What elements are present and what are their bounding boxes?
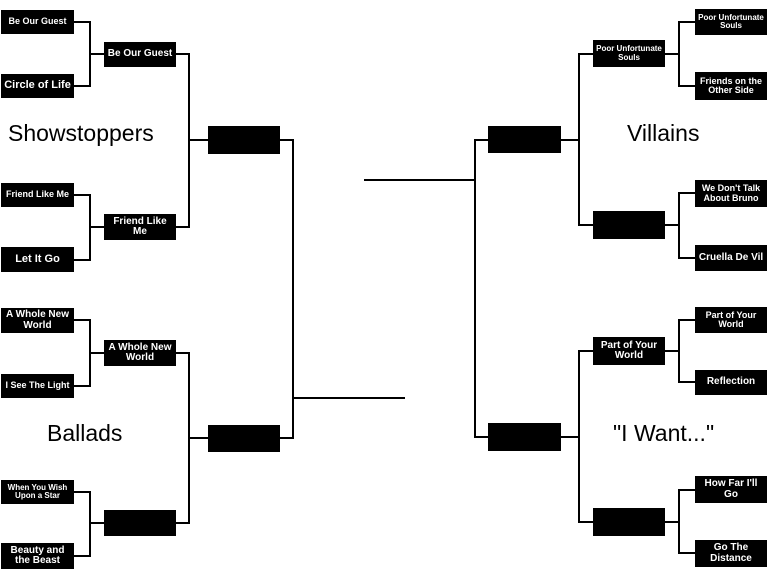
bracket-connector	[74, 491, 104, 557]
group-label-ballads: Ballads	[47, 420, 123, 446]
left-r1-slot-5: A Whole New World	[1, 308, 74, 333]
bracket-connector	[280, 139, 405, 439]
right-r2-slot-3: Part of Your World	[593, 337, 665, 365]
bracket-connector	[561, 350, 593, 523]
bracket-connector	[665, 489, 695, 554]
left-r1-slot-3: Friend Like Me	[1, 183, 74, 207]
left-r1-slot-8: Beauty and the Beast	[1, 543, 74, 569]
group-label-showstoppers: Showstoppers	[8, 120, 154, 146]
right-r1-slot-2: Friends on the Other Side	[695, 72, 767, 100]
bracket-connector	[74, 21, 104, 87]
right-r1-slot-7: How Far I'll Go	[695, 476, 767, 503]
bracket-connector	[665, 319, 695, 383]
right-r1-slot-5: Part of Your World	[695, 307, 767, 333]
left-r2-slot-1: Be Our Guest	[104, 42, 176, 67]
left-r1-slot-1: Be Our Guest	[1, 10, 74, 34]
right-r3-slot-1	[488, 126, 561, 153]
left-r1-slot-4: Let It Go	[1, 247, 74, 272]
bracket-connector	[176, 53, 208, 228]
group-label-villains: Villains	[627, 120, 700, 146]
right-r1-slot-8: Go The Distance	[695, 540, 767, 567]
bracket-connector	[176, 352, 208, 524]
left-r2-slot-2: Friend Like Me	[104, 214, 176, 240]
right-r1-slot-1: Poor Unfortunate Souls	[695, 9, 767, 35]
right-r3-slot-2	[488, 423, 561, 451]
right-r2-slot-2	[593, 211, 665, 239]
right-r1-slot-3: We Don't Talk About Bruno	[695, 180, 767, 207]
bracket-connector	[665, 192, 695, 259]
bracket-connector	[74, 319, 104, 387]
right-r1-slot-6: Reflection	[695, 370, 767, 395]
left-r3-slot-2	[208, 425, 280, 452]
bracket-connector	[74, 194, 104, 261]
group-label-i-want: "I Want..."	[613, 420, 715, 446]
left-r1-slot-7: When You Wish Upon a Star	[1, 480, 74, 504]
left-r1-slot-6: I See The Light	[1, 374, 74, 398]
bracket-connector	[665, 21, 695, 87]
left-r2-slot-4	[104, 510, 176, 536]
bracket-connector	[364, 139, 488, 438]
left-r3-slot-1	[208, 126, 280, 154]
right-r2-slot-4	[593, 508, 665, 536]
right-r1-slot-4: Cruella De Vil	[695, 245, 767, 271]
left-r1-slot-2: Circle of Life	[1, 74, 74, 98]
right-r2-slot-1: Poor Unfortunate Souls	[593, 40, 665, 67]
bracket-connector	[561, 53, 593, 226]
left-r2-slot-3: A Whole New World	[104, 340, 176, 366]
